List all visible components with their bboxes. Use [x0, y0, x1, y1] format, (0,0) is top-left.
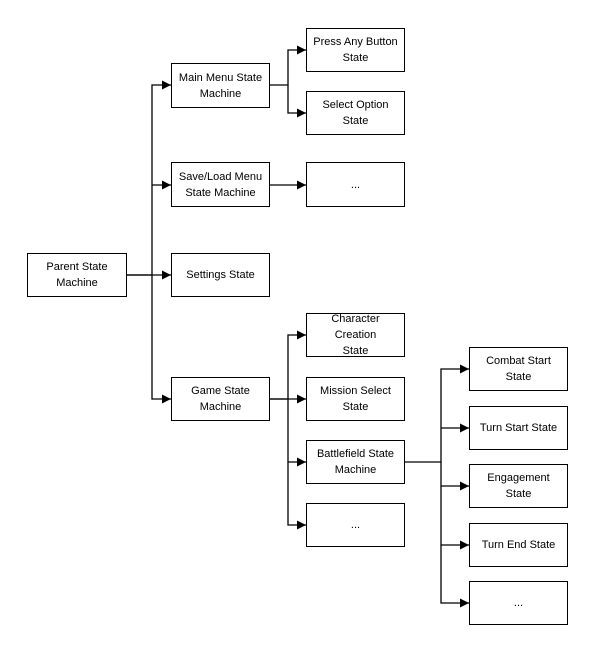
- edge-battle-more: [440, 545, 469, 608]
- node-label-line: Turn End State: [481, 539, 556, 551]
- node-label-line: ...: [350, 178, 361, 191]
- node-label-line: Game State: [191, 385, 250, 397]
- edge-game-char-creation: [270, 330, 306, 400]
- node-label-line: Machine: [199, 401, 242, 413]
- edge-game-more: [287, 462, 306, 530]
- node-label-line: Select Option State: [322, 99, 389, 127]
- node-label-line: Press Any Button: [313, 36, 398, 48]
- edge-game-battlefield: [287, 399, 306, 467]
- node-combat-start-state: Combat Start State: [469, 347, 568, 391]
- node-label-line: Settings State: [186, 269, 255, 281]
- edge-main-select-option: [287, 85, 306, 118]
- node-label-line: Combat Start State: [486, 355, 551, 383]
- node-turn-start-state: Turn Start State: [469, 406, 568, 450]
- node-battlefield-more: ...: [469, 581, 568, 625]
- node-label-line: State: [342, 401, 369, 413]
- node-label-line: Character Creation: [331, 313, 380, 341]
- node-label-line: Turn Start State: [479, 422, 558, 434]
- node-game-more: ...: [306, 503, 405, 547]
- node-label-line: Battlefield State: [316, 448, 395, 460]
- node-select-option-state: Select Option State: [306, 91, 405, 135]
- node-label-line: Machine: [334, 464, 377, 476]
- node-label-line: ...: [350, 519, 361, 531]
- node-settings-state: Settings State: [171, 253, 270, 297]
- node-label-line: Mission Select: [320, 385, 391, 397]
- edge-battle-turn-end: [440, 486, 469, 550]
- node-save-load-more: ...: [306, 162, 405, 207]
- node-label-line: State Machine: [185, 186, 256, 199]
- edge-parent-main-menu: [127, 80, 171, 276]
- node-label-line: Main Menu State: [178, 71, 263, 84]
- node-label-line: Engagement State: [487, 472, 550, 500]
- node-turn-end-state: Turn End State: [469, 523, 568, 567]
- edge-parent-game: [151, 275, 171, 404]
- node-engagement-state: Engagement State: [469, 464, 568, 508]
- node-label-line: Save/Load Menu: [178, 170, 263, 183]
- node-label-line: Machine: [56, 277, 98, 289]
- node-label-line: State: [342, 52, 369, 64]
- edge-battle-combat-start: [405, 364, 469, 463]
- node-label-line: Machine: [199, 87, 242, 100]
- edge-battle-engagement: [440, 462, 469, 491]
- node-label-line: State: [342, 345, 369, 357]
- node-label-line: Parent State: [46, 261, 108, 273]
- node-label-line: ...: [513, 597, 524, 609]
- edge-main-press-any: [270, 45, 306, 86]
